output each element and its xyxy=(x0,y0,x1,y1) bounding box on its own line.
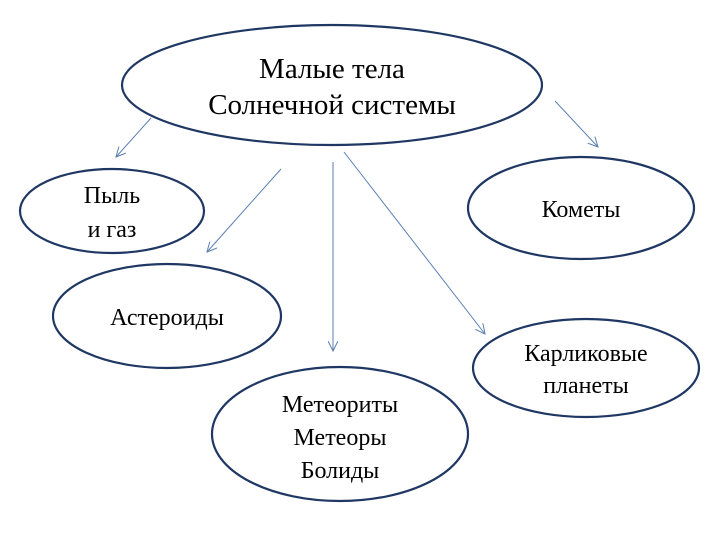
node-dwarf-planets: Карликовые планеты xyxy=(471,317,701,419)
comets-label: Кометы xyxy=(542,197,621,223)
dust-gas-line-1: Пыль xyxy=(84,183,140,209)
dust-gas-line-2: и газ xyxy=(88,217,137,243)
root-line-2: Солнечной системы xyxy=(208,89,456,121)
arrow-to-asteroids xyxy=(207,168,282,252)
root-line-1: Малые тела xyxy=(259,53,405,85)
arrow-to-comets xyxy=(554,100,598,147)
arrow-to-dust-gas xyxy=(116,117,152,157)
meteors-line-1: Метеориты xyxy=(282,392,398,418)
node-meteors: Метеориты Метеоры Болиды xyxy=(210,365,470,503)
node-asteroids: Астероиды xyxy=(51,262,283,370)
node-comets: Кометы xyxy=(466,155,696,261)
arrow-to-dwarf-planets xyxy=(343,151,485,334)
dwarf-planets-line-2: планеты xyxy=(543,373,629,399)
asteroids-label: Астероиды xyxy=(110,305,224,331)
node-dust-gas: Пыль и газ xyxy=(18,167,206,255)
node-root: Малые тела Солнечной системы xyxy=(120,23,544,147)
meteors-line-3: Болиды xyxy=(301,458,380,484)
meteors-line-2: Метеоры xyxy=(294,425,387,451)
arrows xyxy=(116,100,598,351)
dwarf-planets-line-1: Карликовые xyxy=(524,341,647,367)
